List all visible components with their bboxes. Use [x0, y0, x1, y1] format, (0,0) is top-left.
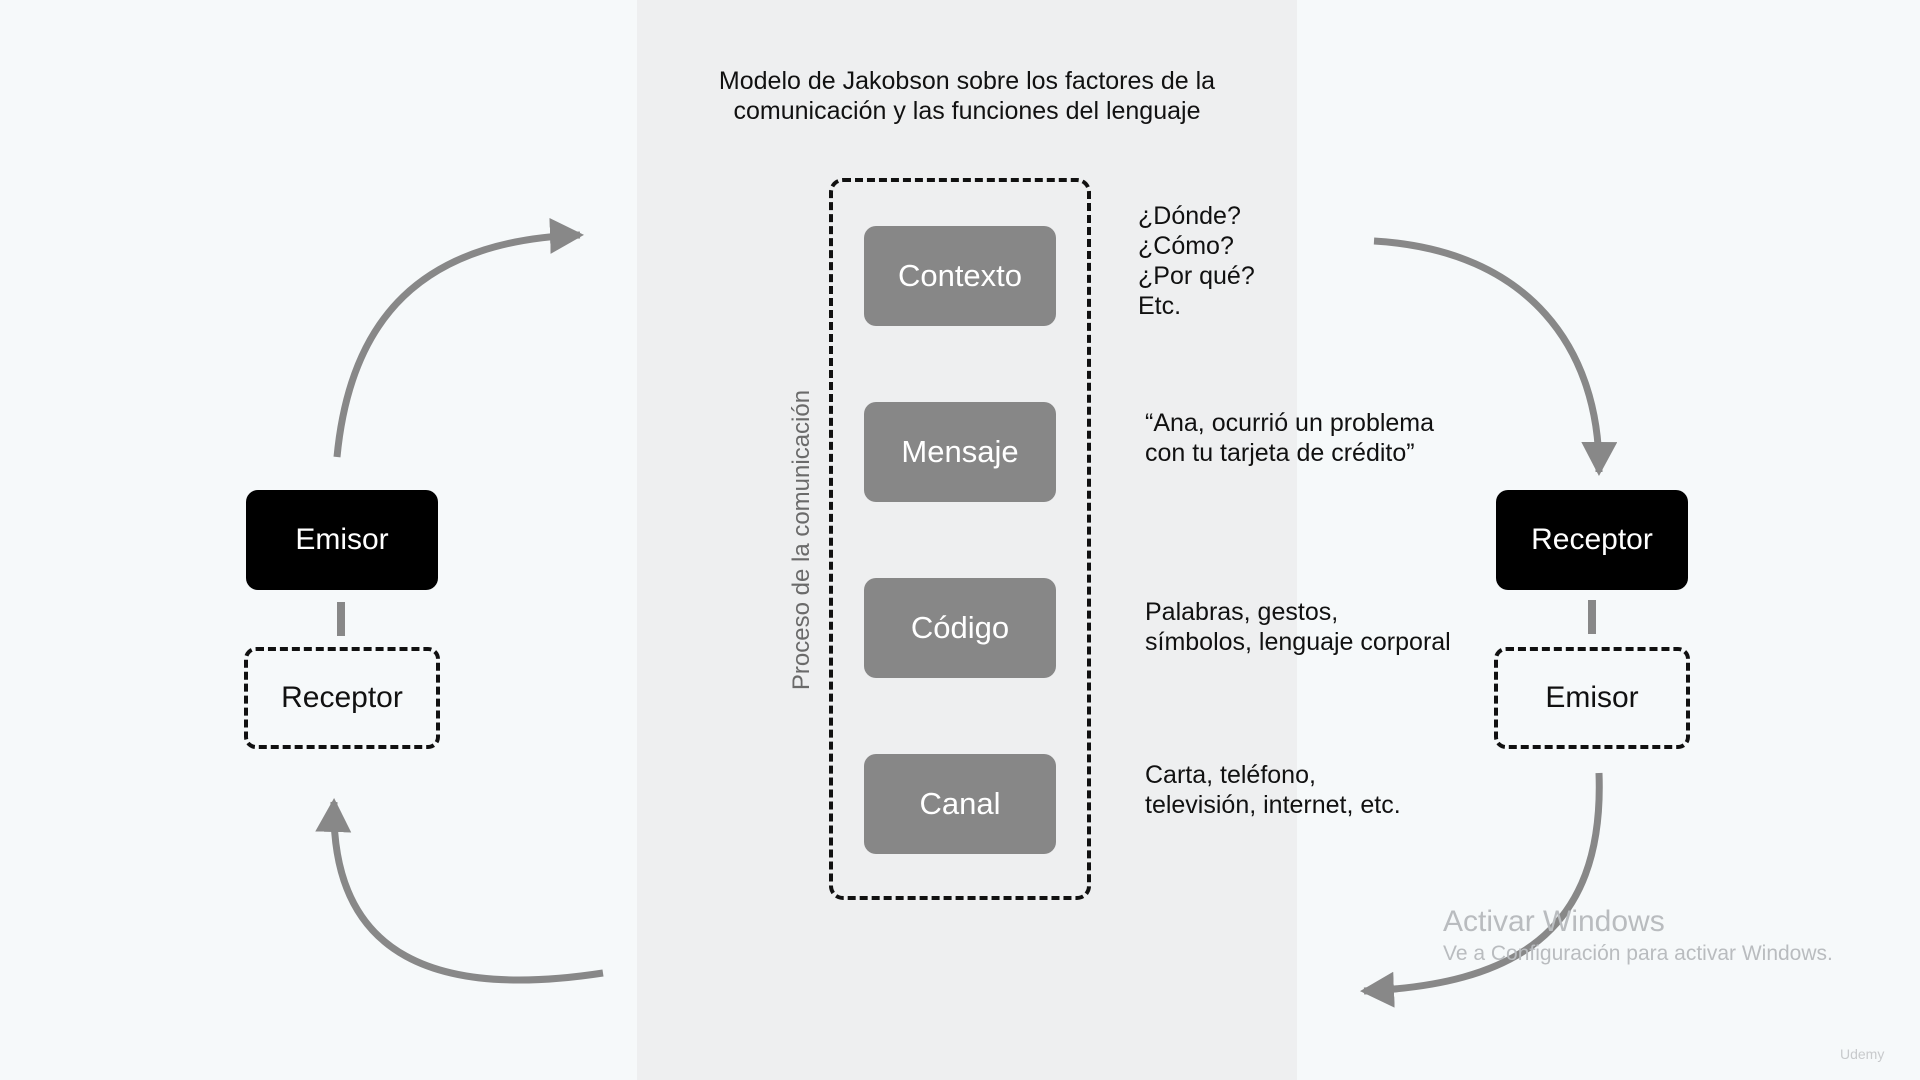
- arrow-top-right: [1373, 237, 1618, 476]
- desc-canal-line: Carta, teléfono,: [1145, 761, 1316, 789]
- udemy-logo: Udemy: [1840, 1046, 1885, 1062]
- arrow-bottom-left: [315, 798, 604, 984]
- desc-contexto-line: ¿Cómo?: [1138, 232, 1234, 260]
- desc-codigo-line: Palabras, gestos,: [1145, 598, 1339, 626]
- right-connector: [1588, 600, 1596, 634]
- windows-activation-watermark: Activar Windows Ve a Configuración para …: [1443, 904, 1833, 968]
- arrow-bottom-right: [1360, 772, 1603, 1008]
- desc-contexto-line: ¿Dónde?: [1138, 202, 1241, 230]
- title-line-1: Modelo de Jakobson sobre los factores de…: [718, 67, 1216, 95]
- watermark-title: Activar Windows: [1443, 905, 1665, 938]
- factor-canal: Canal: [864, 754, 1056, 854]
- desc-contexto: ¿Dónde? ¿Cómo? ¿Por qué? Etc.: [1138, 201, 1255, 321]
- watermark-subtitle: Ve a Configuración para activar Windows.: [1443, 942, 1833, 965]
- desc-canal-line: televisión, internet, etc.: [1145, 791, 1401, 819]
- desc-contexto-line: Etc.: [1138, 292, 1182, 320]
- desc-mensaje: “Ana, ocurrió un problema con tu tarjeta…: [1145, 408, 1434, 468]
- desc-canal: Carta, teléfono, televisión, internet, e…: [1145, 760, 1401, 820]
- desc-mensaje-line: “Ana, ocurrió un problema: [1145, 409, 1435, 437]
- title-line-2: comunicación y las funciones del lenguaj…: [733, 97, 1201, 125]
- left-connector: [337, 602, 345, 636]
- factor-mensaje: Mensaje: [864, 402, 1056, 502]
- left-receptor-box: Receptor: [244, 647, 440, 749]
- left-emisor-box: Emisor: [246, 490, 438, 590]
- desc-codigo-line: símbolos, lenguaje corporal: [1145, 628, 1451, 656]
- desc-contexto-line: ¿Por qué?: [1138, 262, 1255, 290]
- desc-mensaje-line: con tu tarjeta de crédito”: [1145, 439, 1415, 467]
- factor-contexto: Contexto: [864, 226, 1056, 326]
- right-emisor-box: Emisor: [1494, 647, 1690, 749]
- right-receptor-box: Receptor: [1496, 490, 1688, 590]
- diagram-title: Modelo de Jakobson sobre los factores de…: [637, 66, 1297, 126]
- desc-codigo: Palabras, gestos, símbolos, lenguaje cor…: [1145, 597, 1451, 657]
- arrow-top-left: [333, 217, 584, 458]
- process-dashed-box: [829, 178, 1091, 900]
- factor-codigo: Código: [864, 578, 1056, 678]
